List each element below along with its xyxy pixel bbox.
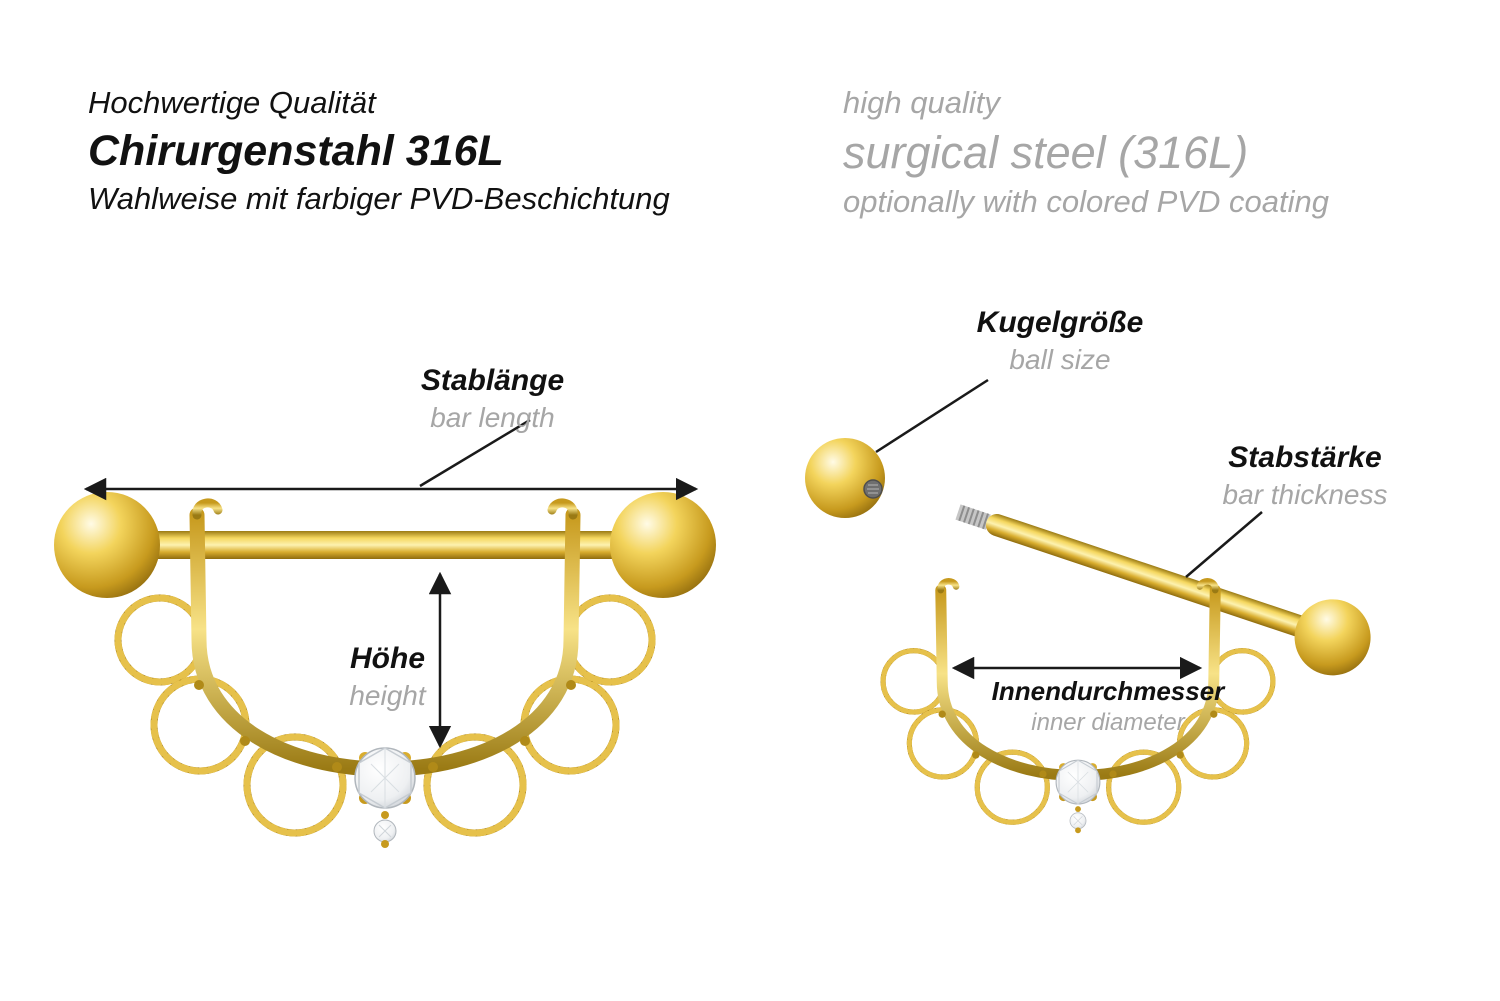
header-de-line1: Hochwertige Qualität bbox=[88, 85, 376, 120]
inner-diameter-label-de: Innendurchmesser bbox=[991, 676, 1225, 706]
inner-diameter-label-en: inner diameter bbox=[1031, 709, 1185, 737]
loose-barbell-ball bbox=[1294, 599, 1371, 676]
header-en-line2: surgical steel (316L) bbox=[843, 126, 1249, 178]
height-label-en: height bbox=[349, 680, 426, 711]
bar-length-label-en: bar length bbox=[430, 402, 555, 433]
loose-ball bbox=[805, 438, 885, 518]
exploded-barbell-illustration bbox=[805, 438, 1371, 833]
header-en-line3: optionally with colored PVD coating bbox=[843, 183, 1329, 219]
height-label-de: Höhe bbox=[350, 642, 425, 675]
threaded-tip bbox=[955, 504, 991, 530]
threaded-hole bbox=[863, 479, 883, 499]
bar-thickness-label: Stabstärke bar thickness bbox=[1190, 440, 1420, 512]
header-english: high quality surgical steel (316L) optio… bbox=[843, 84, 1329, 221]
loose-barbell bbox=[955, 504, 1371, 676]
ball-size-pointer-line bbox=[875, 378, 989, 454]
assembled-barbell-illustration bbox=[54, 492, 716, 848]
barbell-bar bbox=[104, 531, 666, 559]
height-label: Höhe height bbox=[295, 641, 480, 713]
ball-size-label: Kugelgröße ball size bbox=[950, 305, 1170, 377]
bar-length-label-de: Stablänge bbox=[420, 364, 565, 397]
barbell-left-ball bbox=[54, 492, 160, 598]
header-german: Hochwertige Qualität Chirurgenstahl 316L… bbox=[88, 84, 670, 219]
dimension-annotations-left bbox=[83, 418, 699, 749]
loose-barbell-bar bbox=[985, 514, 1318, 640]
inner-diameter-label: Innendurchmesser inner diameter bbox=[988, 676, 1228, 738]
ball-size-label-de: Kugelgröße bbox=[976, 306, 1144, 339]
bar-thickness-label-en: bar thickness bbox=[1222, 479, 1388, 510]
header-de-line3: Wahlweise mit farbiger PVD-Beschichtung bbox=[88, 181, 670, 217]
ball-size-label-en: ball size bbox=[1009, 344, 1111, 375]
header-en-line1: high quality bbox=[843, 85, 1000, 120]
bar-length-label: Stablänge bar length bbox=[375, 363, 610, 435]
bar-thickness-pointer-line bbox=[1185, 511, 1263, 578]
barbell-right-ball bbox=[610, 492, 716, 598]
header-de-line2: Chirurgenstahl 316L bbox=[88, 126, 504, 175]
dimension-annotations-right bbox=[875, 378, 1263, 680]
bar-thickness-label-de: Stabstärke bbox=[1228, 441, 1382, 474]
bar-length-pointer-line bbox=[419, 418, 531, 488]
